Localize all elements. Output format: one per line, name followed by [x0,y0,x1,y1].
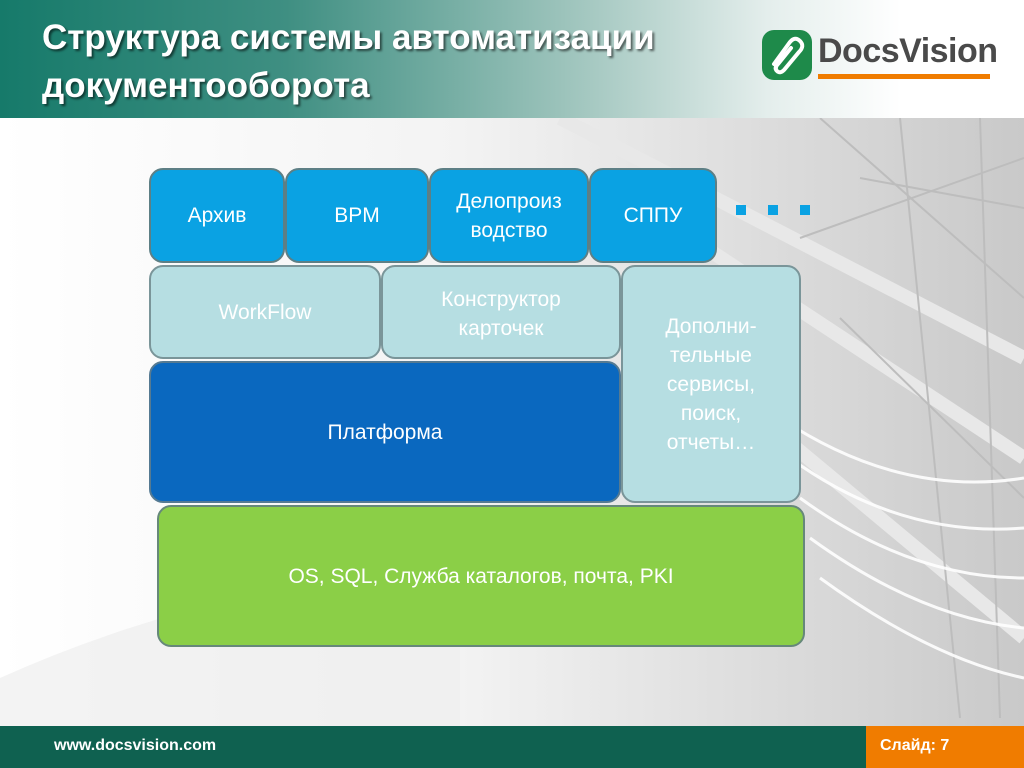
title-line-2: документооборота [42,66,370,105]
docsvision-logo: DocsVision [760,26,998,86]
additional-services-line-5: отчеты… [666,430,756,454]
archive-label: Архив [187,204,247,227]
card-constructor-line-1: Конструктор [441,288,561,311]
card-constructor-line-2: карточек [458,317,544,340]
ellipsis-dot [768,205,778,215]
card-constructor-label: Конструктор карточек [441,285,561,343]
slide-number-box: Слайд: 7 [866,726,1024,768]
records-management-module: Делопроиз водство [429,168,589,263]
title-bar: Структура системы автоматизации документ… [0,0,1024,118]
footer-bar: www.docsvision.com Слайд: 7 [0,726,1024,768]
infrastructure-label: OS, SQL, Служба каталогов, почта, PKI [288,564,674,588]
sppu-label: СППУ [623,204,683,227]
ellipsis-dot [800,205,810,215]
additional-services-line-2: тельные [670,343,752,367]
paperclip-icon [762,30,812,80]
logo-wordmark: DocsVision [818,32,998,70]
bpm-label: BPM [334,204,380,227]
infrastructure-layer: OS, SQL, Служба каталогов, почта, PKI [157,505,805,647]
additional-services-line-1: Дополни- [665,314,757,338]
logo-underline [818,74,990,79]
platform-label: Платформа [327,420,443,444]
records-management-label: Делопроиз водство [456,187,561,245]
title-line-1: Структура системы автоматизации [42,18,655,57]
bpm-module: BPM [285,168,429,263]
additional-services-line-4: поиск, [680,401,742,425]
workflow-layer: WorkFlow [149,265,381,359]
ellipsis-dot [736,205,746,215]
platform-layer: Платформа [149,361,621,503]
additional-services-label: Дополни- тельные сервисы, поиск, отчеты… [665,312,756,457]
additional-services-block: Дополни- тельные сервисы, поиск, отчеты… [621,265,801,503]
card-constructor-layer: Конструктор карточек [381,265,621,359]
sppu-module: СППУ [589,168,717,263]
website-url: www.docsvision.com [54,737,217,754]
slide-title: Структура системы автоматизации документ… [42,14,655,110]
records-management-line-2: водство [470,218,548,242]
additional-services-line-3: сервисы, [666,372,756,396]
archive-module: Архив [149,168,285,263]
records-management-line-1: Делопроиз [456,189,562,213]
workflow-label: WorkFlow [218,301,312,324]
slide-number: Слайд: 7 [880,737,950,754]
